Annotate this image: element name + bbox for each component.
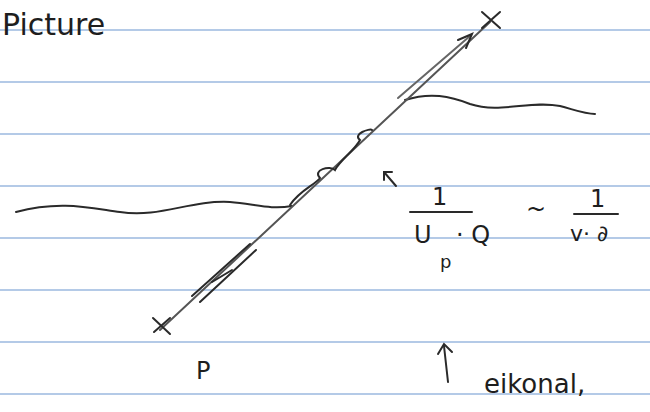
relation-symbol: ~ — [526, 196, 546, 222]
ray-sketch — [16, 12, 618, 382]
ruled-lines — [0, 30, 650, 394]
fraction-numerator: 1 — [432, 184, 447, 210]
fraction-denominator: v· ∂ — [570, 222, 608, 246]
fraction-symbol: U — [414, 222, 432, 248]
point-label: P — [196, 358, 210, 384]
note-text: eikonal, — [484, 370, 585, 399]
subscript: p — [440, 252, 451, 272]
page-title: Picture — [2, 8, 105, 41]
fraction-numerator: 1 — [590, 186, 605, 212]
fraction-symbol: · Q — [456, 222, 490, 248]
